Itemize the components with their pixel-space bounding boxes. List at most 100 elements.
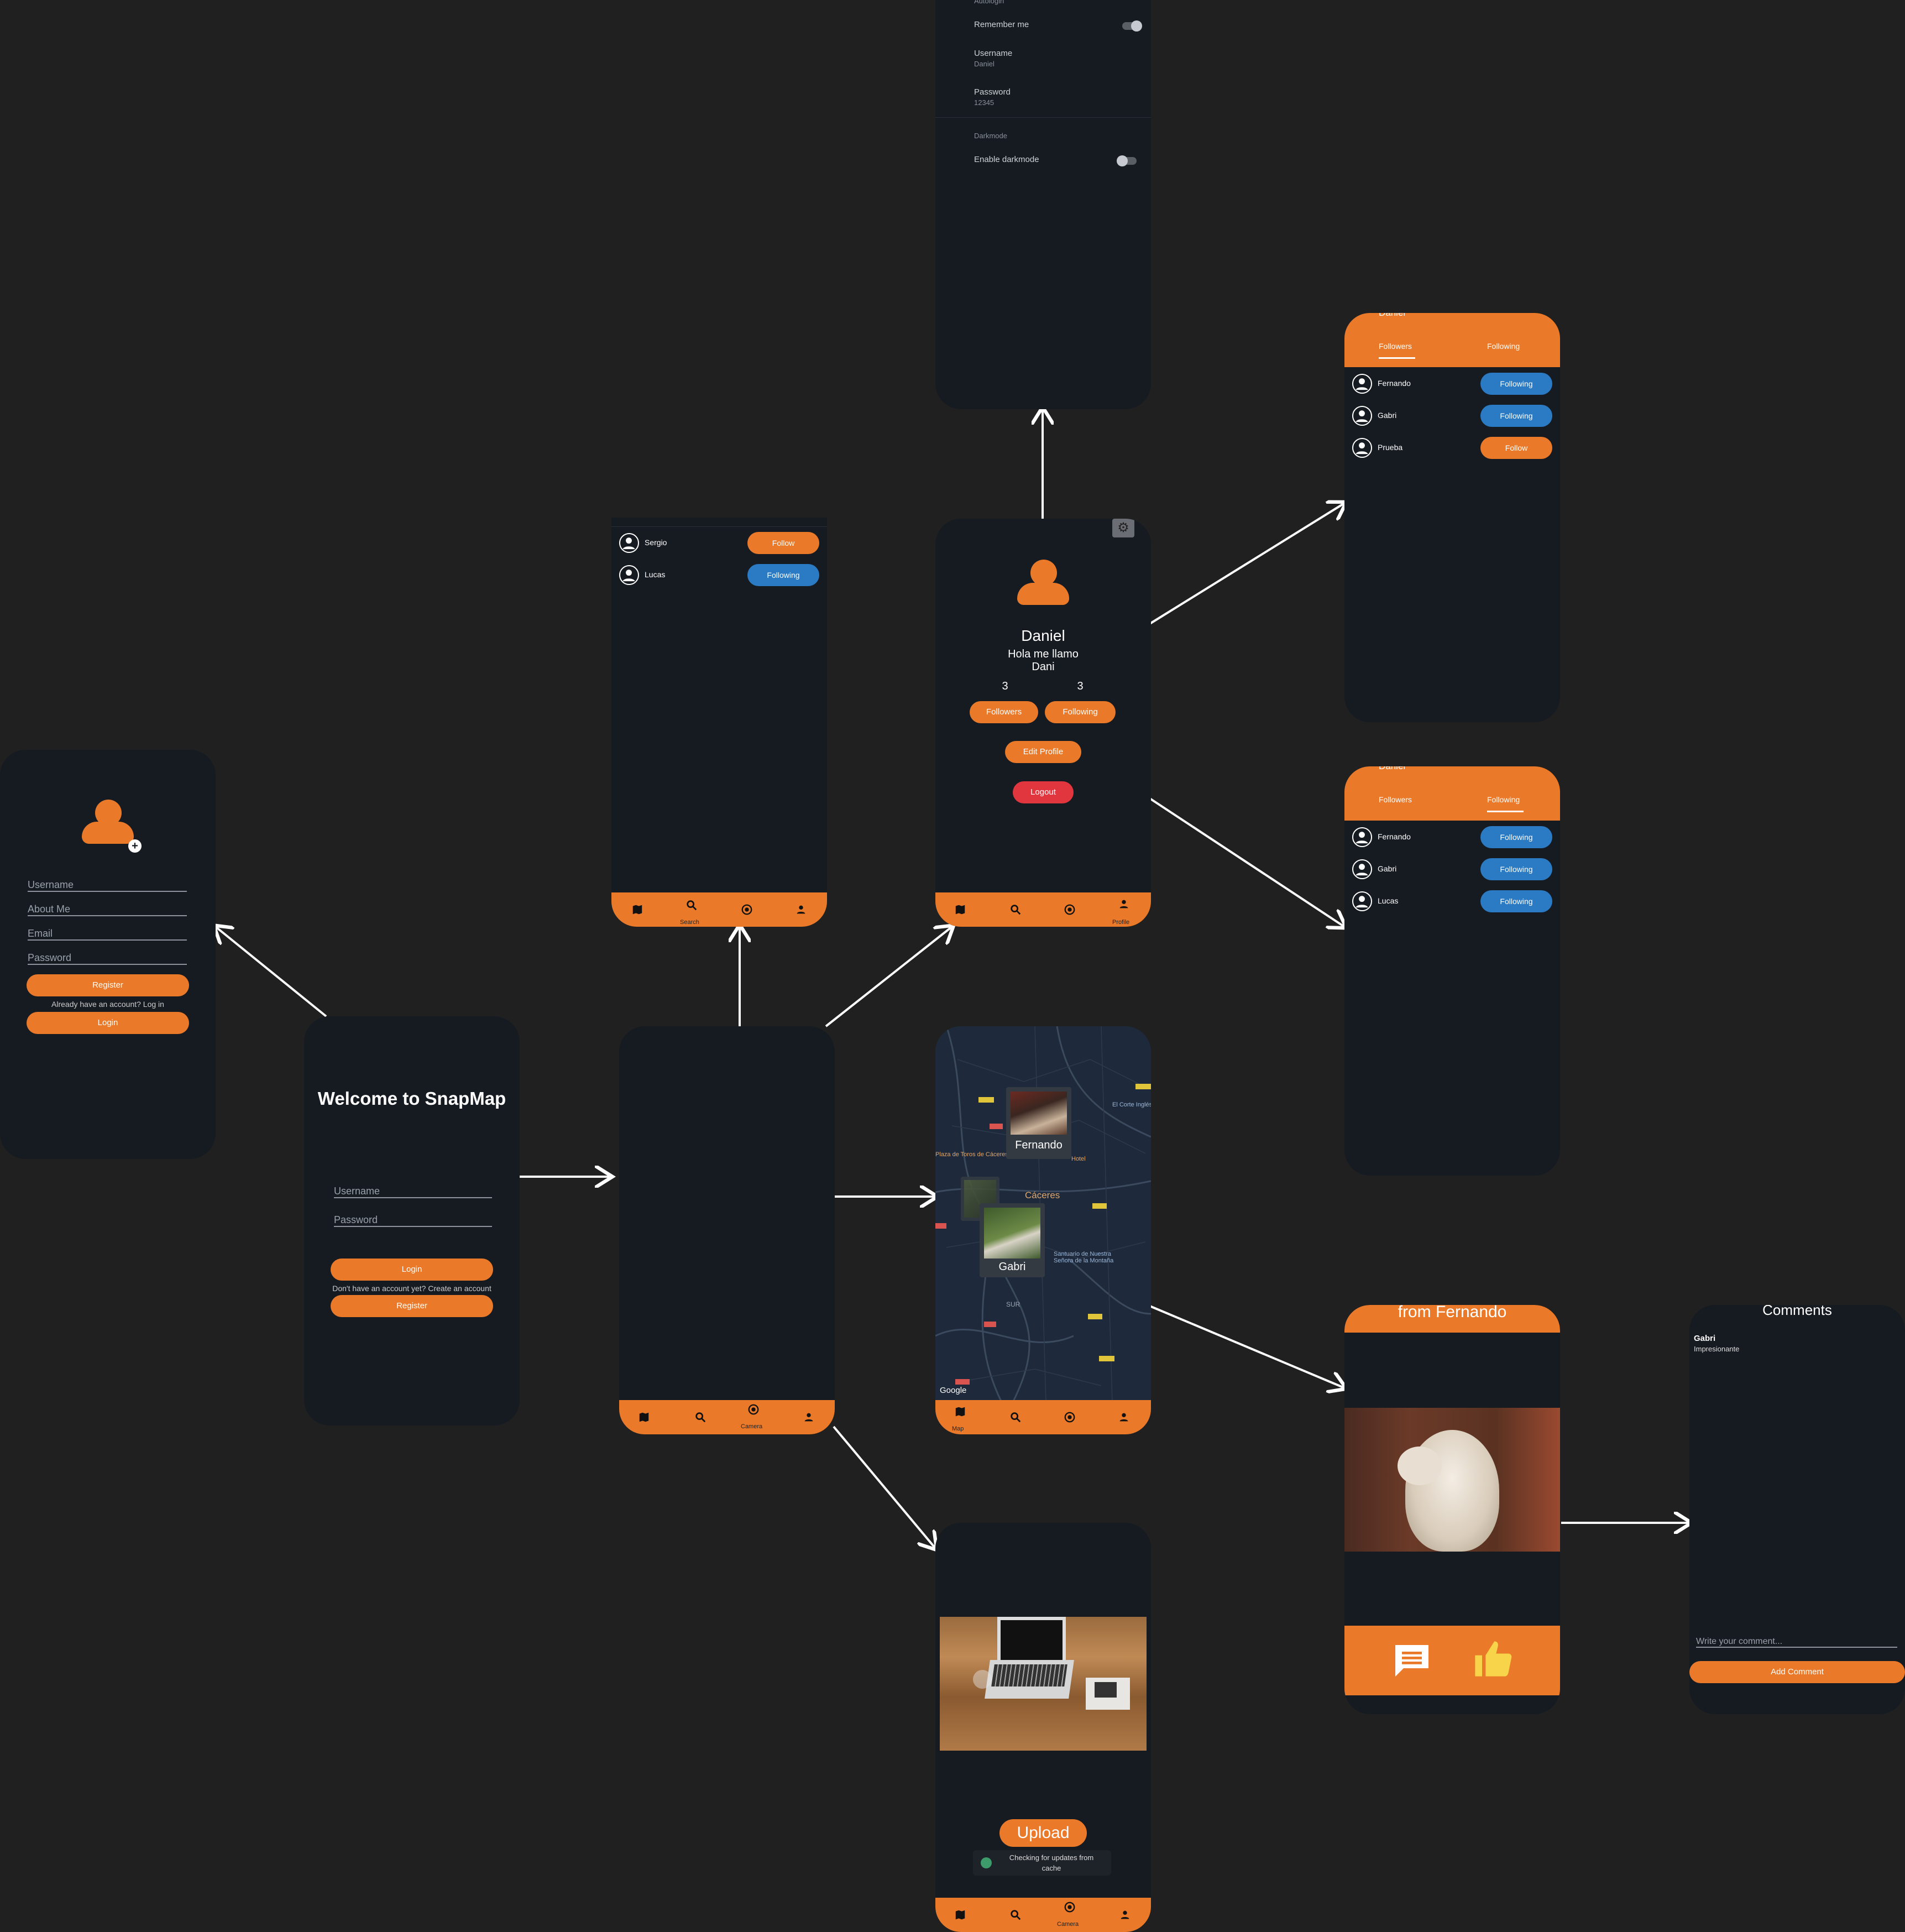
password-field[interactable]: Password xyxy=(28,952,187,965)
create-account-hint: Don't have an account yet? Create an acc… xyxy=(332,1284,491,1293)
upload-button[interactable]: Upload xyxy=(999,1819,1087,1847)
profile-bio-line: Dani xyxy=(1032,661,1055,673)
search-icon[interactable] xyxy=(694,1411,706,1423)
camera-icon[interactable] xyxy=(1064,904,1076,916)
login-hint: Already have an account? Log in xyxy=(51,1000,164,1009)
toast-text: Checking for updates from cache xyxy=(1009,1853,1094,1872)
user-row: Prueba Follow xyxy=(1352,436,1552,461)
following-button[interactable]: Following xyxy=(1045,701,1116,723)
comment-input[interactable]: Write your comment... xyxy=(1696,1637,1897,1648)
username-input[interactable]: Username xyxy=(334,1186,492,1198)
like-icon[interactable] xyxy=(1470,1638,1515,1680)
post-photo xyxy=(1344,1408,1560,1552)
tab-following[interactable]: Following xyxy=(1487,795,1520,804)
divider xyxy=(611,526,827,527)
remember-label: Remember me xyxy=(974,20,1029,29)
camera-icon[interactable] xyxy=(1064,1411,1076,1423)
search-icon[interactable] xyxy=(685,899,698,911)
avatar-icon xyxy=(1352,827,1372,847)
map-icon[interactable] xyxy=(954,1406,966,1418)
nav-label: Camera xyxy=(1057,1921,1079,1928)
map-icon[interactable] xyxy=(631,904,643,916)
register-button[interactable]: Register xyxy=(331,1295,493,1317)
tab-followers[interactable]: Followers xyxy=(1379,342,1412,351)
pin-card[interactable]: Fernando xyxy=(1006,1087,1071,1159)
add-comment-button[interactable]: Add Comment xyxy=(1689,1661,1905,1683)
password-label: Password xyxy=(974,87,1011,97)
password-input[interactable]: Password xyxy=(334,1214,492,1227)
avatar-icon xyxy=(1352,891,1372,911)
following-button[interactable]: Following xyxy=(1480,373,1552,395)
nav-label: Map xyxy=(952,1425,964,1432)
avatar-icon xyxy=(1352,406,1372,426)
profile-screen: ⚙ Daniel Hola me llamo Dani 3 3 Follower… xyxy=(935,519,1151,927)
tab-following[interactable]: Following xyxy=(1487,342,1520,351)
profile-icon[interactable] xyxy=(1118,1411,1130,1423)
camera-icon[interactable] xyxy=(1064,1901,1076,1913)
login-button[interactable]: Login xyxy=(331,1259,493,1281)
map-screen: Plaza de Toros de Cáceres El Corte Inglé… xyxy=(935,1026,1151,1434)
following-button[interactable]: Following xyxy=(1480,405,1552,427)
profile-icon[interactable] xyxy=(1119,1909,1131,1921)
comments-title: Comments xyxy=(1762,1305,1832,1318)
search-icon[interactable] xyxy=(1009,1411,1022,1423)
header-title: Daniel xyxy=(1379,766,1405,772)
user-row: Fernando Following xyxy=(1352,825,1552,850)
edit-profile-button[interactable]: Edit Profile xyxy=(1005,741,1081,763)
register-button[interactable]: Register xyxy=(27,974,189,996)
avatar-icon xyxy=(619,565,639,585)
camera-icon[interactable] xyxy=(741,904,753,916)
following-button[interactable]: Following xyxy=(1480,826,1552,848)
follow-button[interactable]: Follow xyxy=(1480,437,1552,459)
search-screen: Sergio Follow Lucas Following Search xyxy=(611,518,827,927)
search-icon[interactable] xyxy=(1009,1909,1022,1921)
photo-preview xyxy=(940,1617,1147,1751)
bottom-nav: Map xyxy=(935,1400,1151,1434)
home-screen: Camera xyxy=(619,1026,835,1434)
following-button[interactable]: Following xyxy=(1480,890,1552,912)
photo-thumbnail xyxy=(984,1208,1040,1259)
place-label: Plaza de Toros de Cáceres xyxy=(935,1151,1008,1158)
logout-button[interactable]: Logout xyxy=(1013,781,1074,803)
darkmode-toggle[interactable] xyxy=(1117,155,1137,166)
comment-text: Impresionante xyxy=(1694,1345,1740,1353)
place-label: Santuario de Nuestra Señora de la Montañ… xyxy=(1054,1251,1114,1264)
user-name: Gabri xyxy=(1378,411,1397,420)
search-icon[interactable] xyxy=(1009,904,1022,916)
email-field[interactable]: Email xyxy=(28,928,187,941)
user-row: Gabri Following xyxy=(1352,404,1552,429)
header: Daniel Followers Following xyxy=(1344,313,1560,367)
username-field[interactable]: Username xyxy=(28,879,187,892)
remember-toggle[interactable] xyxy=(1122,20,1142,32)
tab-followers[interactable]: Followers xyxy=(1379,795,1412,804)
avatar-add-icon[interactable]: + xyxy=(82,800,142,853)
pin-label: Gabri xyxy=(998,1261,1026,1273)
follow-button[interactable]: Follow xyxy=(747,532,819,554)
following-button[interactable]: Following xyxy=(1480,858,1552,880)
city-label: Cáceres xyxy=(1025,1190,1060,1200)
map-icon[interactable] xyxy=(954,1909,966,1921)
district-label: SUR xyxy=(1006,1301,1020,1308)
profile-icon[interactable] xyxy=(795,904,807,916)
bottom-nav: Search xyxy=(611,892,827,927)
user-name: Fernando xyxy=(1378,832,1411,841)
profile-icon[interactable] xyxy=(1118,898,1130,910)
user-row: Fernando Following xyxy=(1352,372,1552,397)
map-icon[interactable] xyxy=(954,904,966,916)
google-logo: Google xyxy=(940,1386,967,1395)
profile-icon[interactable] xyxy=(803,1411,815,1423)
following-button[interactable]: Following xyxy=(747,564,819,586)
pin-card[interactable]: Gabri xyxy=(980,1203,1045,1277)
map-icon[interactable] xyxy=(638,1411,650,1423)
about-field[interactable]: About Me xyxy=(28,904,187,916)
post-title: from Fernando xyxy=(1398,1305,1507,1321)
login-button[interactable]: Login xyxy=(27,1012,189,1034)
followers-button[interactable]: Followers xyxy=(970,701,1038,723)
app-icon xyxy=(981,1857,992,1868)
divider xyxy=(935,117,1151,118)
pin-label: Fernando xyxy=(1015,1139,1063,1151)
comment-icon[interactable] xyxy=(1391,1640,1433,1680)
place-label: El Corte Inglés xyxy=(1112,1101,1151,1108)
settings-icon[interactable]: ⚙ xyxy=(1112,519,1134,537)
camera-icon[interactable] xyxy=(747,1403,760,1416)
